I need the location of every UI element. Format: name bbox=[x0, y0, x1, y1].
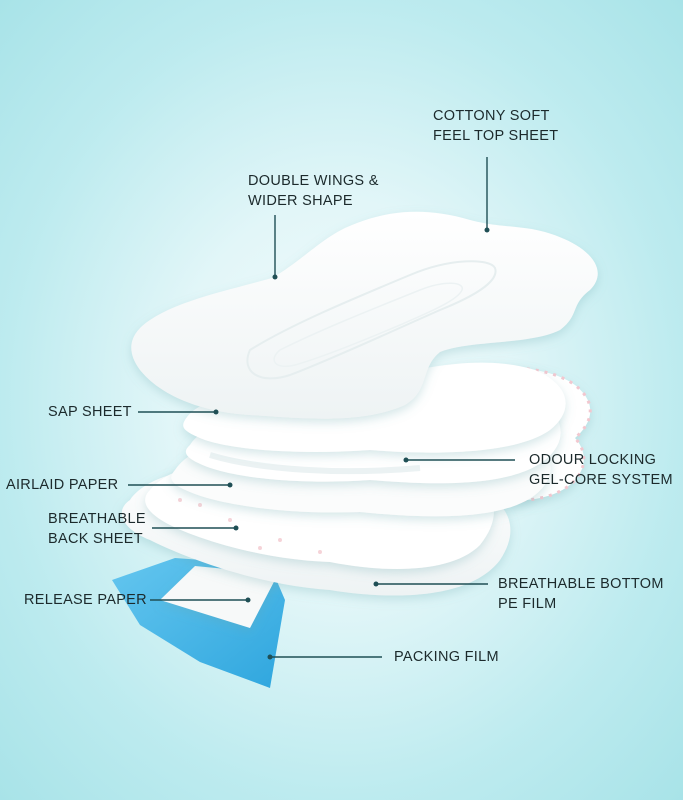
label-airlaid-text: AIRLAID PAPER bbox=[6, 477, 119, 493]
label-release-paper: RELEASE PAPER bbox=[24, 590, 147, 610]
leader-wings-dot bbox=[272, 274, 278, 280]
leader-sap-sheet-dot bbox=[213, 409, 219, 415]
label-wings: DOUBLE WINGS & WIDER SHAPE bbox=[248, 171, 379, 211]
label-sap-sheet-text: SAP SHEET bbox=[48, 404, 132, 420]
label-back-sheet-line-2: BACK SHEET bbox=[48, 531, 143, 547]
label-bottom-film: BREATHABLE BOTTOM PE FILM bbox=[498, 574, 664, 614]
label-release-paper-text: RELEASE PAPER bbox=[24, 592, 147, 608]
label-odour: ODOUR LOCKING GEL-CORE SYSTEM bbox=[529, 450, 673, 490]
label-bottom-film-line-1: BREATHABLE BOTTOM bbox=[498, 576, 664, 592]
label-odour-line-2: GEL-CORE SYSTEM bbox=[529, 472, 673, 488]
label-packing-film: PACKING FILM bbox=[394, 647, 499, 667]
leader-bottom-film-dot bbox=[373, 581, 379, 587]
label-back-sheet-line-1: BREATHABLE bbox=[48, 511, 146, 527]
label-wings-line-1: DOUBLE WINGS & bbox=[248, 173, 379, 189]
label-top-sheet-line-1: COTTONY SOFT bbox=[433, 108, 550, 124]
gel-core-texture bbox=[209, 452, 421, 475]
leader-top-sheet-dot bbox=[484, 227, 490, 233]
leader-airlaid-dot bbox=[227, 482, 233, 488]
label-back-sheet: BREATHABLE BACK SHEET bbox=[48, 509, 146, 549]
label-bottom-film-line-2: PE FILM bbox=[498, 596, 557, 612]
leader-packing-film-dot bbox=[267, 654, 273, 660]
leader-lines bbox=[128, 157, 515, 660]
leader-odour-dot bbox=[403, 457, 409, 463]
label-packing-film-text: PACKING FILM bbox=[394, 649, 499, 665]
label-airlaid: AIRLAID PAPER bbox=[6, 475, 118, 495]
back-sheet-pattern bbox=[178, 498, 322, 554]
label-top-sheet-line-2: FEEL TOP SHEET bbox=[433, 128, 559, 144]
label-sap-sheet: SAP SHEET bbox=[48, 402, 132, 422]
label-odour-line-1: ODOUR LOCKING bbox=[529, 452, 657, 468]
leader-back-sheet-dot bbox=[233, 525, 239, 531]
top-sheet-emboss bbox=[246, 260, 497, 380]
label-top-sheet: COTTONY SOFT FEEL TOP SHEET bbox=[433, 106, 558, 146]
top-sheet-emboss-inner bbox=[273, 282, 463, 367]
release-paper-layer bbox=[160, 566, 278, 628]
label-wings-line-2: WIDER SHAPE bbox=[248, 193, 353, 209]
leader-release-paper-dot bbox=[245, 597, 251, 603]
